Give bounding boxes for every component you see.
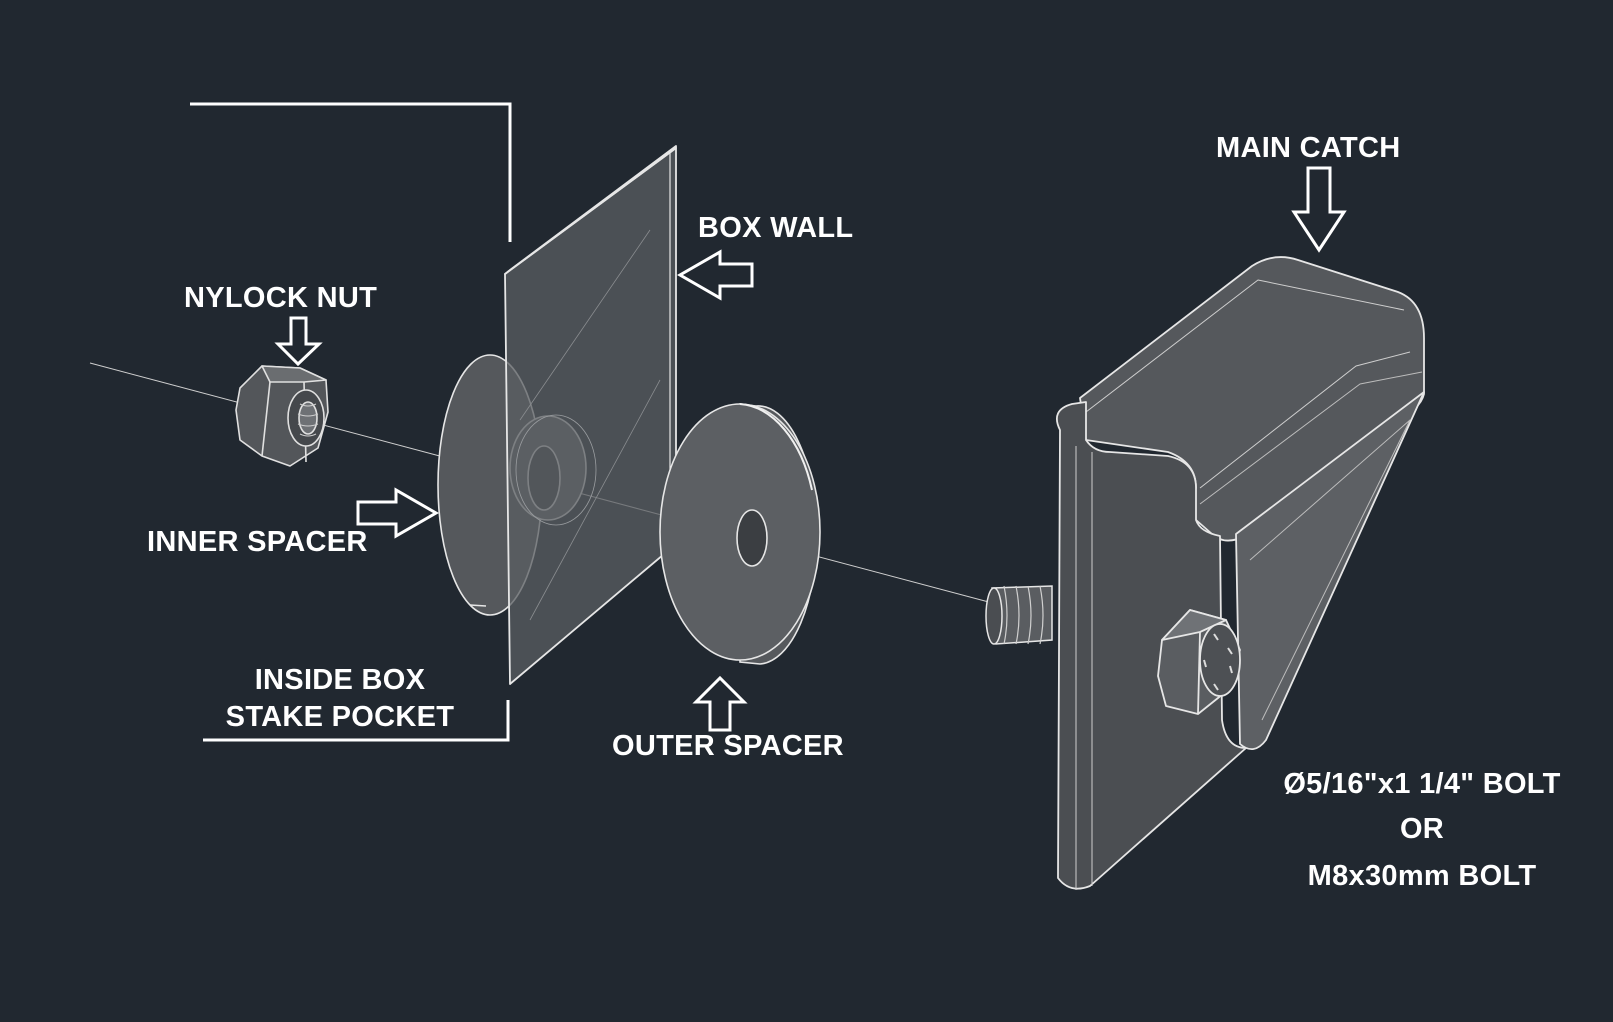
bolt-thread-part [985, 585, 1053, 645]
stake-pocket-outline [190, 102, 512, 742]
main-catch-label: MAIN CATCH [1216, 132, 1401, 164]
inside-box-label-line1: INSIDE BOX [254, 664, 426, 696]
box-wall-part [504, 145, 677, 685]
bolt-spec-line1: Ø5/16"x1 1/4" BOLT [1283, 768, 1561, 800]
outer-spacer-arrow [692, 675, 748, 732]
inner-spacer-label: INNER SPACER [147, 526, 368, 558]
nylock-nut-arrow [274, 316, 323, 367]
box-wall-arrow [676, 249, 754, 301]
outer-spacer-part [659, 403, 821, 665]
bolt-spec-or: OR [1399, 813, 1445, 845]
nylock-nut-part [235, 365, 329, 467]
main-catch-arrow [1291, 166, 1347, 253]
outer-spacer-label: OUTER SPACER [612, 730, 844, 762]
box-wall-label: BOX WALL [698, 212, 854, 244]
inner-spacer-arrow [356, 487, 440, 539]
inside-box-label-line2: STAKE POCKET [225, 701, 455, 733]
bolt-spec-line2: M8x30mm BOLT [1307, 860, 1537, 892]
main-catch-part [1056, 256, 1425, 890]
nylock-nut-label: NYLOCK NUT [184, 282, 378, 314]
